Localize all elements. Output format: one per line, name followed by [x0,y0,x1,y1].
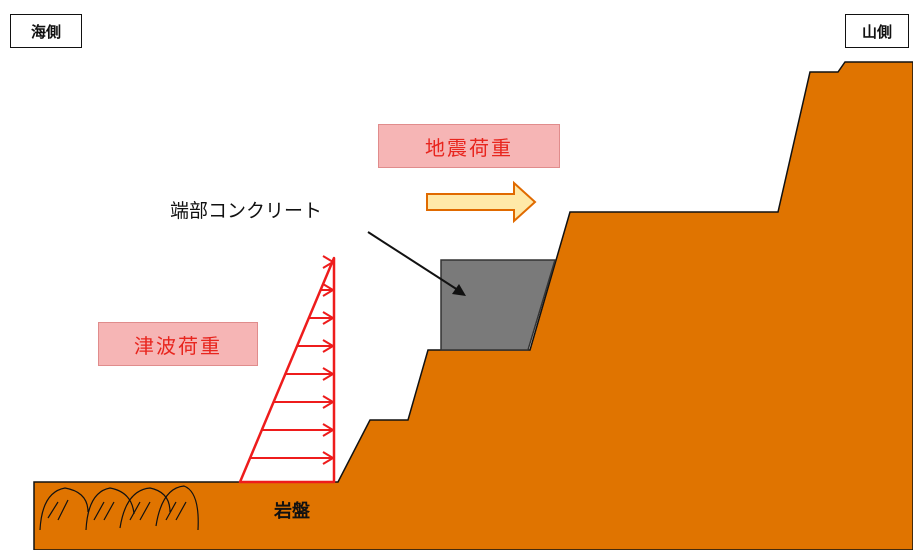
sea-side-label: 海側 [10,14,82,48]
tsunami-load-arrows [250,255,334,465]
tsunami-arrowhead-3 [322,311,334,325]
end-concrete-label: 端部コンクリート [170,200,323,222]
tsunami-arrowhead-5 [322,367,334,381]
tsunami-arrowhead-7 [322,423,334,437]
tsunami-load-label: 津波荷重 [98,322,258,366]
end-concrete-block [440,259,557,351]
tsunami-arrowhead-2 [322,283,334,297]
end-concrete-leader-line [367,231,462,293]
tsunami-load-diagram [238,256,336,484]
slope-ground [33,61,913,551]
bedrock-label: 岩盤 [274,501,310,522]
end-concrete-leader-arrowhead [452,284,466,296]
mountain-side-label: 山側 [845,14,909,48]
tsunami-arrowhead-4 [322,339,334,353]
bedrock-hatching [39,485,199,531]
seismic-load-arrow [426,180,537,224]
seismic-load-label: 地震荷重 [378,124,560,168]
tsunami-arrowhead-1 [322,255,334,269]
tsunami-arrowhead-6 [322,395,334,409]
tsunami-arrowhead-8 [322,451,334,465]
